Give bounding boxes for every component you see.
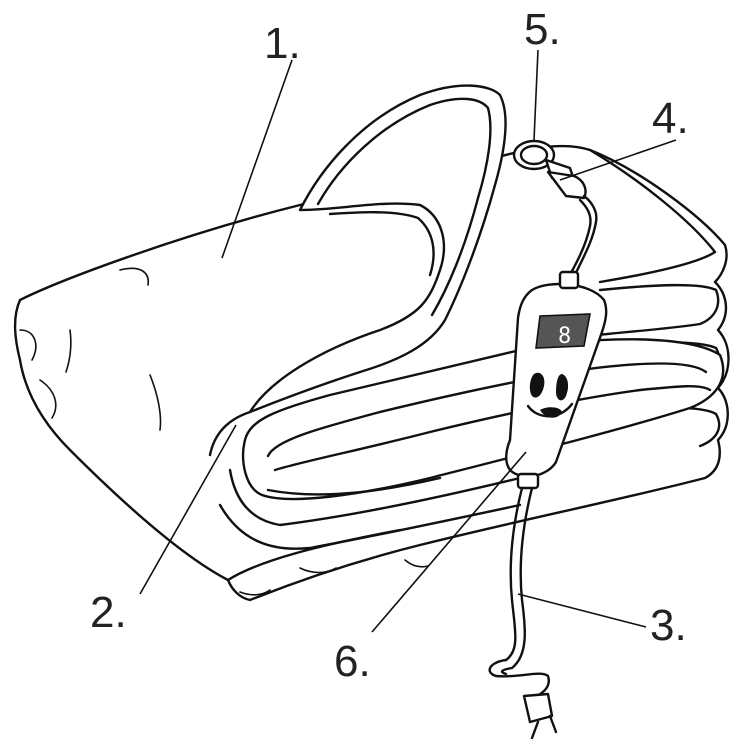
connector-plug xyxy=(546,170,598,284)
leader-lines xyxy=(139,49,677,633)
blanket-body xyxy=(13,144,730,602)
power-cord xyxy=(488,486,558,740)
label-blanket: 1. xyxy=(264,19,301,68)
controller xyxy=(505,270,608,490)
label-power-cord: 3. xyxy=(650,601,687,650)
label-connector-plug: 4. xyxy=(652,94,689,143)
controller-display-digit: 8 xyxy=(558,324,571,349)
controller-button-bottom xyxy=(540,407,562,418)
controller-button-right xyxy=(556,374,569,401)
label-socket: 5. xyxy=(524,5,561,54)
blanket-flap xyxy=(248,84,507,414)
label-cover-edge: 2. xyxy=(90,588,127,637)
controller-display xyxy=(535,313,591,349)
label-controller: 6. xyxy=(334,637,371,686)
controller-button-left xyxy=(529,372,545,398)
